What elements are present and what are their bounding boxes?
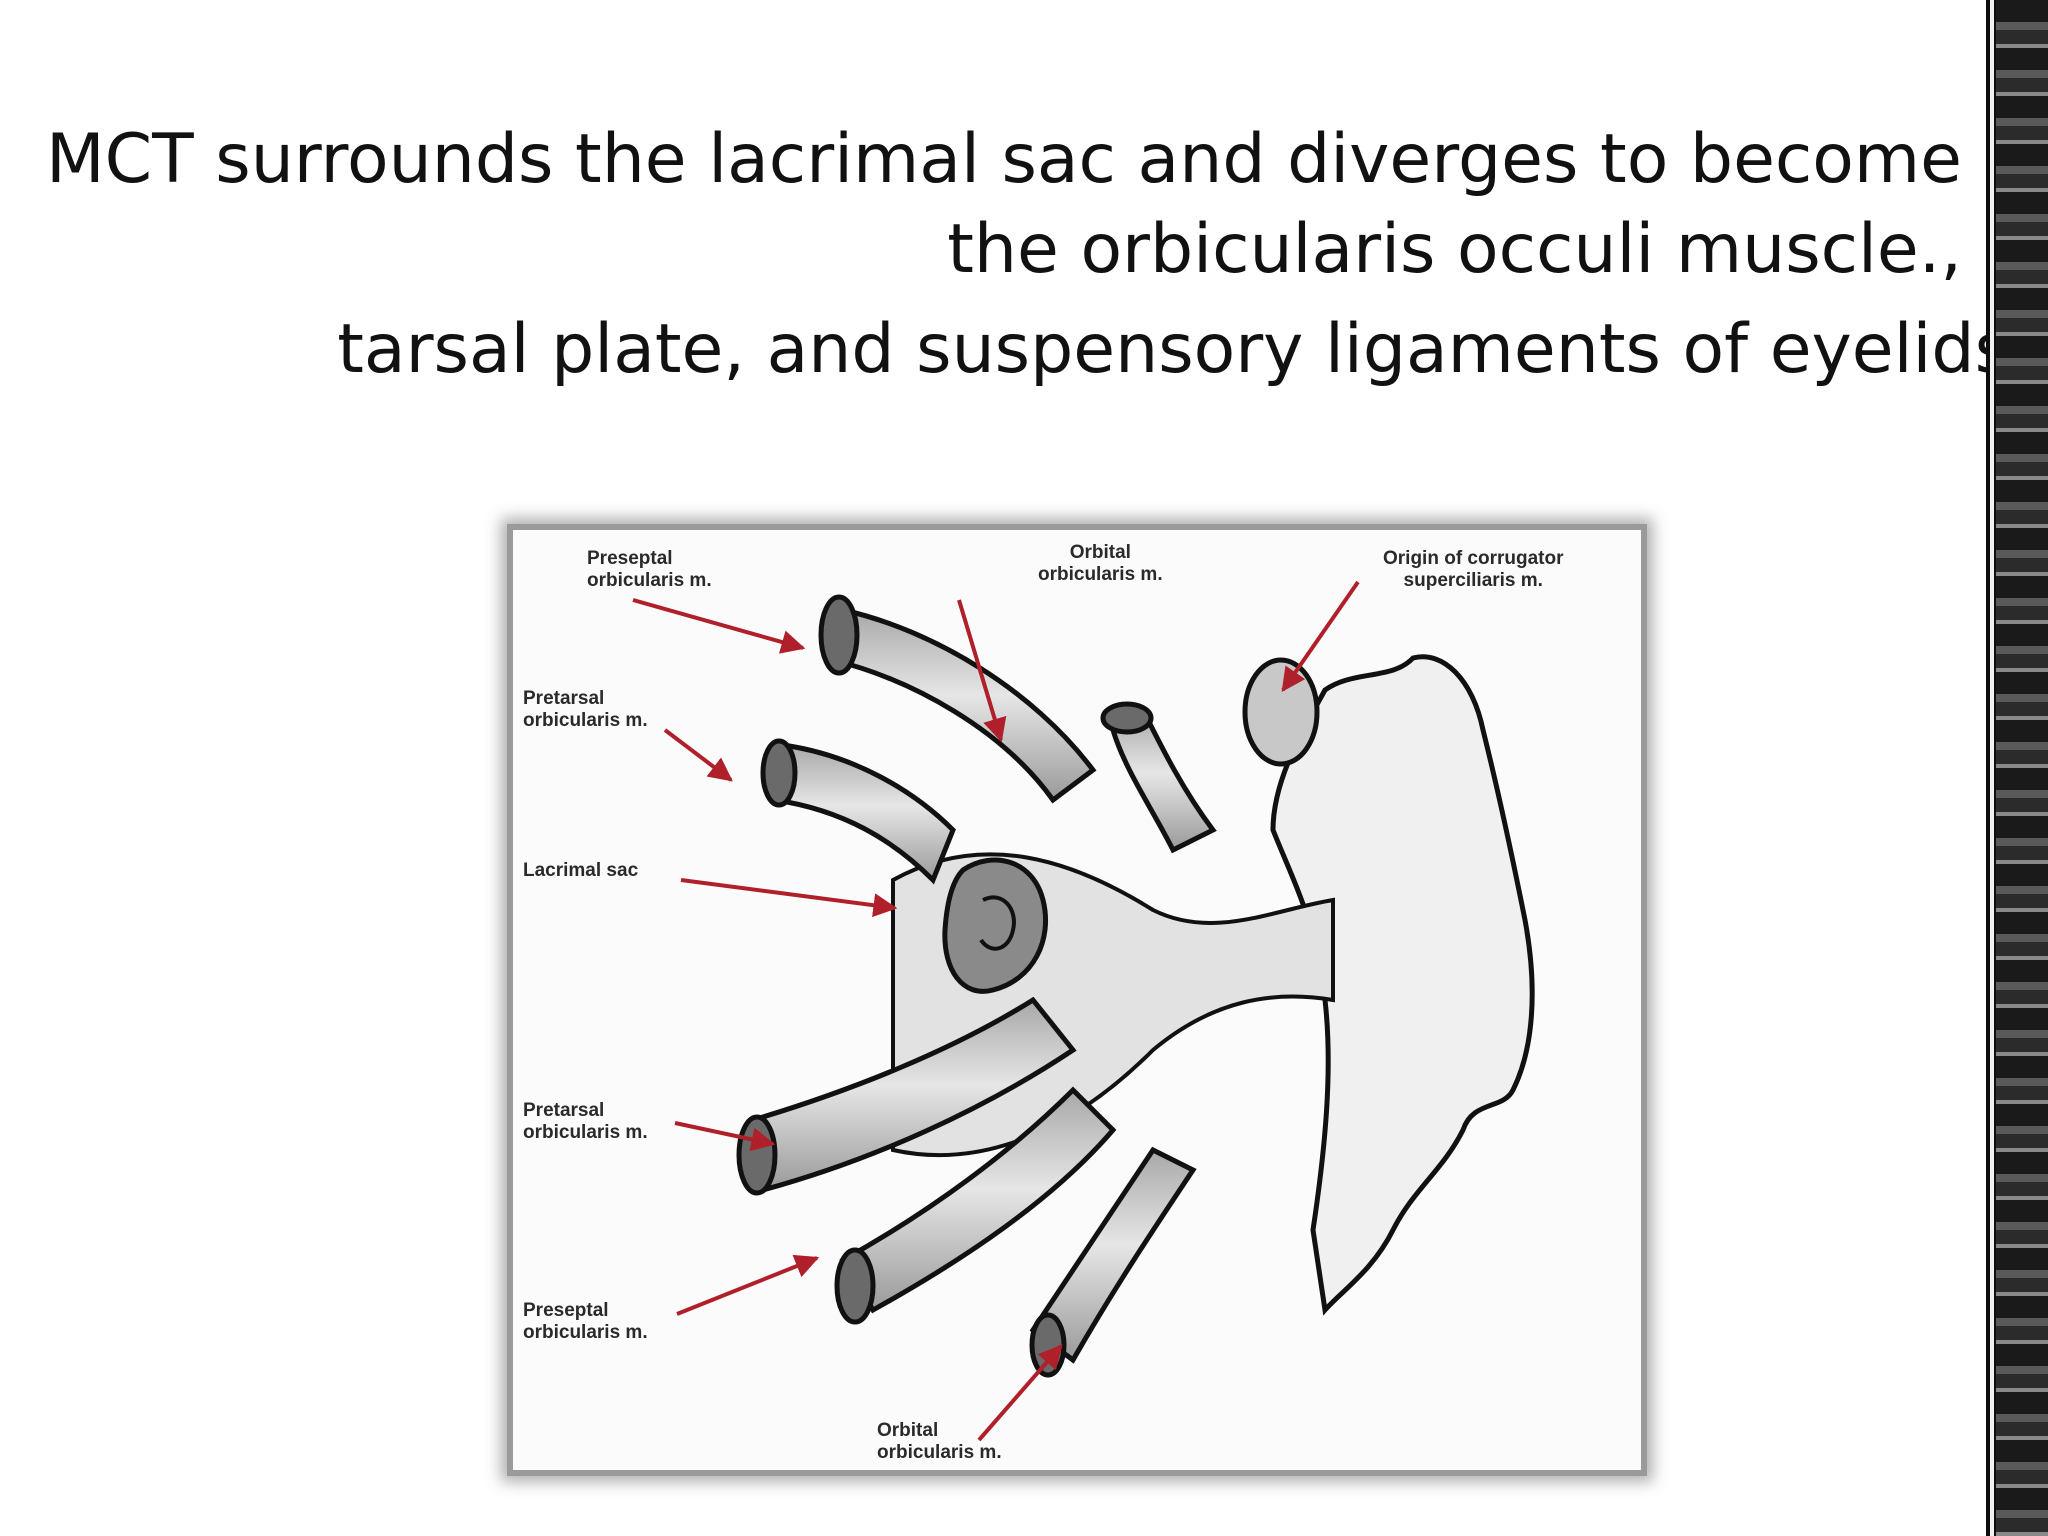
slide-title-line-1: MCT surrounds the lacrimal sac and diver… xyxy=(45,120,1962,199)
arrow-lacrimal-sac xyxy=(680,878,898,918)
slide-title-line-2: the orbicularis occuli muscle., xyxy=(947,210,1962,289)
label-pretarsal-upper: Pretarsal orbicularis m. xyxy=(523,688,648,731)
label-pretarsal-lower: Pretarsal orbicularis m. xyxy=(523,1100,648,1143)
label-preseptal-lower: Preseptal orbicularis m. xyxy=(523,1300,648,1343)
muscle-orbital-upper xyxy=(1110,706,1217,854)
orbicularis-diagram xyxy=(632,580,1535,1442)
label-orbital-upper: Orbital orbicularis m. xyxy=(1038,542,1163,585)
label-arrows xyxy=(632,580,1360,1442)
arrow-orbital-upper xyxy=(957,599,1007,743)
arrow-pretarsal-lower xyxy=(674,1121,776,1152)
label-preseptal-upper: Preseptal orbicularis m. xyxy=(587,548,712,591)
muscle-preseptal-lower xyxy=(839,1086,1117,1314)
muscle-pretarsal-upper xyxy=(772,742,956,885)
slide-title-line-3: tarsal plate, and suspensory ligaments o… xyxy=(337,310,2010,389)
label-corrugator-origin: Origin of corrugator superciliaris m. xyxy=(1383,548,1564,591)
arrow-orbital-lower xyxy=(977,1344,1063,1442)
label-lacrimal-sac: Lacrimal sac xyxy=(523,860,639,881)
decorative-edge-stripe xyxy=(1986,0,2048,1536)
arrow-corrugator xyxy=(1281,580,1360,692)
decorative-edge-line xyxy=(1990,0,1994,1536)
label-orbital-lower: Orbital orbicularis m. xyxy=(877,1420,1002,1463)
lacrimal-sac-shape xyxy=(942,857,1049,994)
arrow-pretarsal-upper xyxy=(663,728,733,782)
anatomy-figure: Preseptal orbicularis m. Orbital orbicul… xyxy=(507,524,1647,1476)
corrugator-origin-shape xyxy=(1242,657,1320,767)
muscle-preseptal-upper xyxy=(830,607,1097,804)
arrow-preseptal-upper xyxy=(632,598,806,654)
muscle-pretarsal-lower xyxy=(750,996,1077,1194)
arrow-preseptal-lower xyxy=(676,1254,820,1316)
muscle-orbital-lower xyxy=(1029,1146,1197,1364)
